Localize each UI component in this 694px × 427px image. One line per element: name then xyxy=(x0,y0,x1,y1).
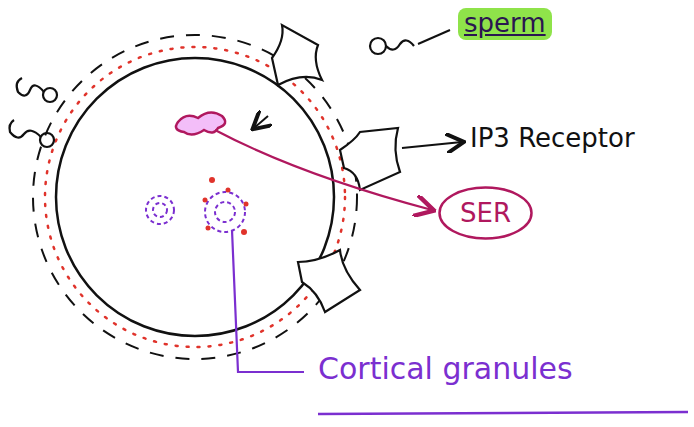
granule-label: Cortical granules xyxy=(318,352,573,387)
node-text: SER xyxy=(438,198,533,228)
egg-membrane xyxy=(56,58,334,336)
red-dotted-layer xyxy=(45,47,345,347)
cortical-granules xyxy=(146,192,245,232)
receptor xyxy=(272,25,322,85)
receptor xyxy=(298,250,360,312)
receptor xyxy=(340,128,400,190)
red-dots xyxy=(203,177,249,235)
outer-layer xyxy=(33,35,357,359)
leader-line xyxy=(232,230,304,372)
sperm-label: sperm xyxy=(458,8,552,40)
leader-line xyxy=(418,30,450,44)
leader-arrow xyxy=(215,130,432,210)
leader-arrow xyxy=(402,142,462,148)
underline xyxy=(318,412,688,414)
organelle-circle: SER xyxy=(438,186,533,240)
receptor-label: IP3 Receptor xyxy=(470,124,635,154)
sperm-cells xyxy=(10,38,415,147)
small-arrow xyxy=(254,116,268,128)
